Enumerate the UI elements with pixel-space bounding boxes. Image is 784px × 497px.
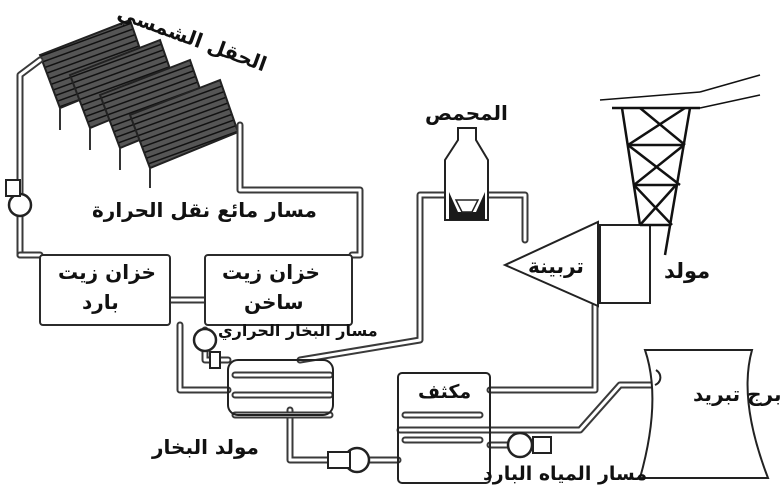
condenser-vessel [397,372,491,484]
hot-oil-tank [204,254,353,326]
label-turbine: تربينة [528,254,584,278]
pump-steam-path [192,327,221,369]
label-hot-steam-path: مسار البخار الحراري [218,321,378,340]
label-steam-generator: مولد البخار [152,435,259,459]
cold-oil-tank [39,254,171,326]
label-condenser: مكثف [418,381,472,403]
label-cold-oil-tank-1: خزان زيت [58,260,156,284]
pump-cooling-water [506,431,552,459]
turbine-body [502,220,599,308]
pump-solar [5,179,33,218]
steam-generator-vessel [227,359,334,416]
solar-collectors [38,18,240,188]
label-cold-water-path: مسار المياه البارد [483,463,648,485]
cooling-tower-body [638,349,770,479]
label-htf-path: مسار مائع نقل الحرارة [92,198,317,222]
generator-body [599,224,651,304]
label-superheater: المحمص [425,101,508,125]
label-hot-oil-tank-1: خزان زيت [222,260,320,284]
pump-feedwater [327,446,371,474]
label-cold-oil-tank-2: بارد [82,290,119,314]
label-hot-oil-tank-2: ساخن [244,290,304,314]
superheater-unit [444,127,489,221]
label-cooling-tower: برج تبريد [693,382,782,406]
label-generator: مولد [664,259,711,283]
transmission-tower [599,74,761,256]
